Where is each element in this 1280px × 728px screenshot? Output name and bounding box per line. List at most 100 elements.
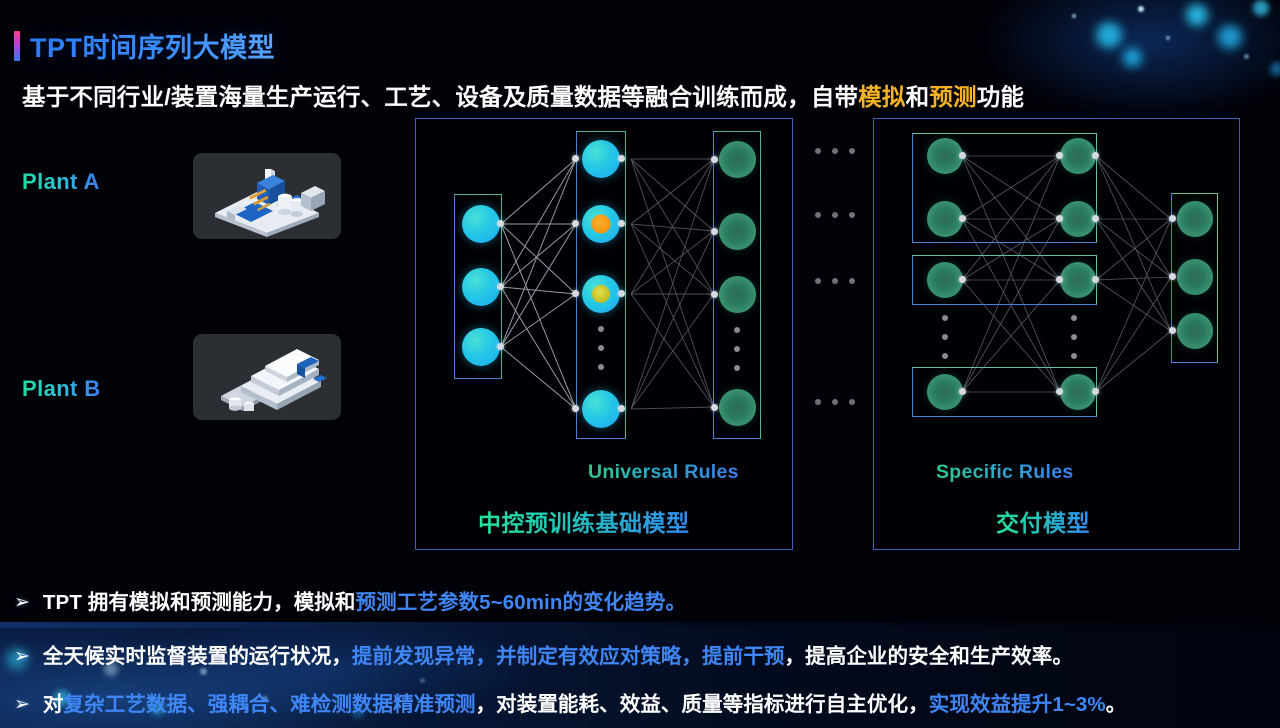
separator-dot	[832, 278, 838, 284]
separator-dot	[832, 148, 838, 154]
bokeh-particle	[420, 678, 425, 683]
output-node	[1177, 201, 1213, 237]
bokeh-particle	[1138, 6, 1144, 12]
bullet-segment-highlight: 实现效益提升1~3%	[928, 693, 1106, 716]
right-panel-edges	[961, 155, 1172, 393]
output-layer-box	[713, 131, 761, 439]
bullet-arrow-icon: ➢	[14, 592, 30, 613]
subtitle-part-3: 功能	[976, 84, 1025, 110]
rule-node	[1060, 138, 1096, 174]
node-core-orange	[591, 214, 611, 234]
ellipsis-dot	[734, 365, 740, 371]
node-port	[959, 215, 966, 222]
hidden-node-yellow-core	[582, 275, 620, 313]
bullet-segment-highlight: 复杂工艺数据、强耦合、难检测数据精准预测	[63, 693, 476, 716]
separator-dot	[815, 278, 821, 284]
node-port	[572, 290, 579, 297]
bullet-segment: ，提高企业的安全和生产效率。	[784, 645, 1073, 668]
node-port	[711, 291, 718, 298]
subtitle-highlight-1: 模拟	[858, 84, 906, 110]
separator-dot	[832, 212, 838, 218]
bullet-item: ➢ 全天候实时监督装置的运行状况，提前发现异常，并制定有效应对策略，提前干预，提…	[14, 643, 1073, 671]
node-port	[1092, 152, 1099, 159]
node-port	[497, 283, 504, 290]
separator-dot	[815, 148, 821, 154]
separator-dots-row	[815, 278, 855, 284]
ellipsis-dot	[734, 327, 740, 333]
bullet-segment-highlight: 预测工艺参数5~60min的变化趋势。	[355, 591, 687, 614]
universal-rules-label: Universal Rules	[588, 461, 739, 483]
rule-node	[927, 201, 963, 237]
plant-b-illustration-icon	[221, 349, 327, 411]
ellipsis-dot	[942, 334, 948, 340]
separator-dot	[849, 212, 855, 218]
separator-dots-row	[815, 212, 855, 218]
subtitle: 基于不同行业/装置海量生产运行、工艺、设备及质量数据等融合训练而成，自带模拟和预…	[22, 78, 1262, 112]
node-port	[959, 276, 966, 283]
bokeh-particle	[1123, 48, 1142, 67]
title-accent-bar	[14, 30, 20, 61]
bokeh-particle	[1244, 54, 1249, 59]
ellipsis-dot	[734, 346, 740, 352]
hidden-layer-box	[576, 131, 626, 439]
node-port	[959, 152, 966, 159]
node-port	[497, 220, 504, 227]
node-port	[572, 405, 579, 412]
node-port	[1092, 276, 1099, 283]
separator-dot	[832, 399, 838, 405]
left-panel-edges	[500, 158, 715, 410]
plant-b-thumbnail	[193, 334, 341, 420]
plant-b-label: Plant B	[22, 376, 101, 401]
bullet-segment: 。	[1105, 693, 1127, 716]
bullet-text: 全天候实时监督装置的运行状况，提前发现异常，并制定有效应对策略，提前干预，提高企…	[43, 643, 1073, 671]
node-port	[1092, 388, 1099, 395]
subtitle-part-2: 和	[905, 84, 930, 110]
ellipsis-dot	[598, 345, 604, 351]
subtitle-highlight-2: 预测	[929, 84, 977, 110]
node-port	[1056, 388, 1063, 395]
bullet-segment: 对	[42, 693, 64, 716]
node-port	[1056, 215, 1063, 222]
bullet-text: TPT 拥有模拟和预测能力，模拟和预测工艺参数5~60min的变化趋势。	[43, 589, 686, 617]
ellipsis-dot	[942, 353, 948, 359]
rule-group-box	[912, 133, 1097, 243]
node-port	[1056, 276, 1063, 283]
separator-dots-row	[815, 399, 855, 405]
pretrained-base-model-panel	[415, 118, 793, 550]
bullet-segment-highlight: 提前发现异常，并制定有效应对策略，提前干预	[351, 645, 785, 668]
ellipsis-dot	[942, 315, 948, 321]
node-port	[497, 343, 504, 350]
bullet-item: ➢ TPT 拥有模拟和预测能力，模拟和预测工艺参数5~60min的变化趋势。	[14, 589, 686, 617]
node-port	[572, 220, 579, 227]
node-port	[1169, 273, 1176, 280]
bullet-segment: 全天候实时监督装置的运行状况，	[42, 645, 352, 668]
rule-node	[927, 138, 963, 174]
output-node	[719, 213, 756, 250]
rule-node	[1060, 201, 1096, 237]
specific-rules-label: Specific Rules	[936, 461, 1074, 483]
rule-node	[1060, 262, 1096, 298]
bokeh-particle	[1166, 36, 1170, 40]
node-port	[618, 405, 625, 412]
bullet-arrow-icon: ➢	[14, 646, 30, 667]
output-node	[1177, 313, 1213, 349]
node-port	[1169, 327, 1176, 334]
bokeh-particle	[1186, 4, 1208, 26]
hidden-node-orange-core	[582, 205, 620, 243]
rule-node	[1060, 374, 1096, 410]
hidden-node	[582, 390, 620, 428]
hidden-node	[582, 140, 620, 178]
bokeh-particle	[1218, 25, 1242, 49]
ellipsis-dot	[1071, 315, 1077, 321]
page-title: TPT时间序列大模型	[30, 26, 275, 65]
node-port	[1169, 215, 1176, 222]
node-port	[711, 228, 718, 235]
output-node	[719, 276, 756, 313]
ellipsis-dot	[598, 326, 604, 332]
bottom-band-edge	[0, 622, 1280, 630]
node-port	[711, 156, 718, 163]
node-port	[1056, 152, 1063, 159]
ellipsis-dot	[598, 364, 604, 370]
node-port	[1092, 215, 1099, 222]
